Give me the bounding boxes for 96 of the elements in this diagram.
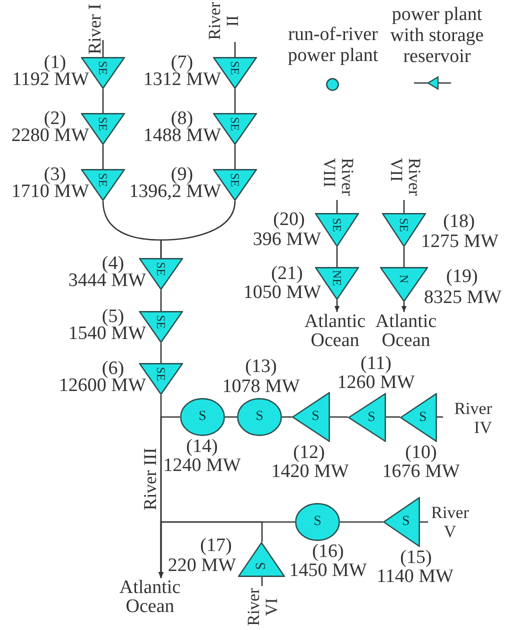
plant-triangle (348, 393, 386, 442)
capacity-label: 1676 MW (382, 462, 460, 481)
region-code: SE (229, 116, 241, 131)
plant-number: (14) (186, 437, 218, 456)
plant-number: (12) (293, 443, 325, 462)
plant-number: (13) (245, 357, 277, 376)
connector-line (340, 521, 383, 523)
river-name: River I (85, 2, 103, 55)
region-code: SE (97, 172, 109, 187)
plant-number: (4) (102, 254, 124, 273)
river-name: River VI (245, 586, 281, 628)
region-code: S (402, 515, 410, 529)
outlet-label: Atlantic Ocean (373, 312, 439, 350)
plant-number: (18) (443, 212, 475, 231)
connector-line (160, 343, 162, 363)
arrow (334, 300, 340, 312)
region-code: SE (155, 262, 167, 276)
connector-line (234, 145, 236, 169)
connector-line (336, 200, 338, 213)
connector-line (102, 40, 104, 57)
plant-number: (19) (446, 267, 478, 286)
plant-number: (3) (44, 165, 66, 184)
plant-circle (237, 398, 282, 436)
plant-triangle (292, 392, 330, 442)
connector-line (102, 145, 104, 169)
plant-number: (15) (400, 548, 432, 567)
plant-number: (1) (44, 53, 66, 72)
connector-line (225, 416, 237, 418)
capacity-label: 8325 MW (424, 288, 502, 307)
capacity-label: 1078 MW (222, 377, 300, 396)
region-code: SE (155, 366, 167, 381)
plant-number: (7) (170, 53, 194, 72)
region-code: SE (229, 60, 241, 75)
arrow (158, 521, 263, 578)
capacity-label: 1420 MW (271, 462, 349, 481)
plant-triangle (383, 497, 420, 547)
region-code: SE (229, 172, 241, 187)
connector-line (386, 416, 400, 418)
connector-line (160, 200, 236, 258)
connector-line (330, 416, 348, 418)
capacity-label: 1260 MW (337, 373, 415, 392)
connector-line (160, 290, 162, 311)
region-code: SE (97, 60, 109, 75)
connector-line (403, 247, 405, 267)
plant-number: (5) (102, 307, 124, 326)
region-code: S (256, 410, 264, 424)
river-name: River II (206, 0, 242, 42)
capacity-label: 1450 MW (289, 561, 367, 580)
plant-number: (21) (271, 264, 303, 283)
connector-line (336, 247, 338, 267)
connector-line (234, 42, 236, 57)
river-name: River V (428, 503, 472, 541)
connector-line (282, 416, 292, 418)
river-name: River III (141, 447, 159, 511)
plant-triangle (400, 393, 437, 442)
capacity-label: 396 MW (252, 230, 321, 249)
outlet-label: Atlantic Ocean (302, 312, 368, 350)
connector-line (102, 89, 104, 113)
plant-number: (2) (44, 109, 66, 128)
plant-circle (180, 398, 225, 436)
region-code: S (368, 410, 376, 424)
plant-number: (9) (170, 165, 194, 184)
plant-number: (20) (273, 210, 305, 229)
plant-number: (11) (360, 354, 392, 373)
capacity-label: 1240 MW (163, 456, 241, 475)
region-code: S (419, 410, 427, 424)
arrow (401, 302, 407, 312)
river-name: River VIII (320, 158, 356, 200)
region-code: S (312, 410, 320, 424)
river-name: River IV (443, 399, 492, 437)
region-code: S (314, 515, 322, 529)
connector-line (234, 89, 236, 113)
region-code: SE (97, 116, 109, 131)
outlet-label: Atlantic Ocean (117, 578, 183, 616)
plant-number: (6) (102, 359, 124, 378)
region-code: NE (331, 270, 343, 286)
legend-text: run-of-river power plant (286, 24, 380, 66)
region-code: N (398, 274, 410, 284)
capacity-label: 1050 MW (243, 283, 321, 302)
capacity-label: 220 MW (168, 556, 236, 575)
river-name: River VII (387, 158, 423, 200)
region-code: SE (155, 314, 167, 329)
plant-circle (295, 503, 340, 541)
region-code: SE (331, 218, 343, 232)
plant-number: (8) (170, 109, 194, 128)
region-code: S (198, 410, 206, 424)
plant-triangle (238, 542, 285, 577)
plant-number: (17) (200, 536, 232, 555)
plant-number: (16) (312, 542, 344, 561)
capacity-label: 1275 MW (421, 232, 499, 251)
plant-number: (10) (405, 443, 437, 462)
region-code: S (254, 562, 268, 570)
capacity-label: 1140 MW (376, 567, 454, 586)
legend-text: power plant with storage reservoir (389, 4, 485, 67)
connector-line (403, 200, 405, 213)
region-code: SE (398, 218, 410, 232)
